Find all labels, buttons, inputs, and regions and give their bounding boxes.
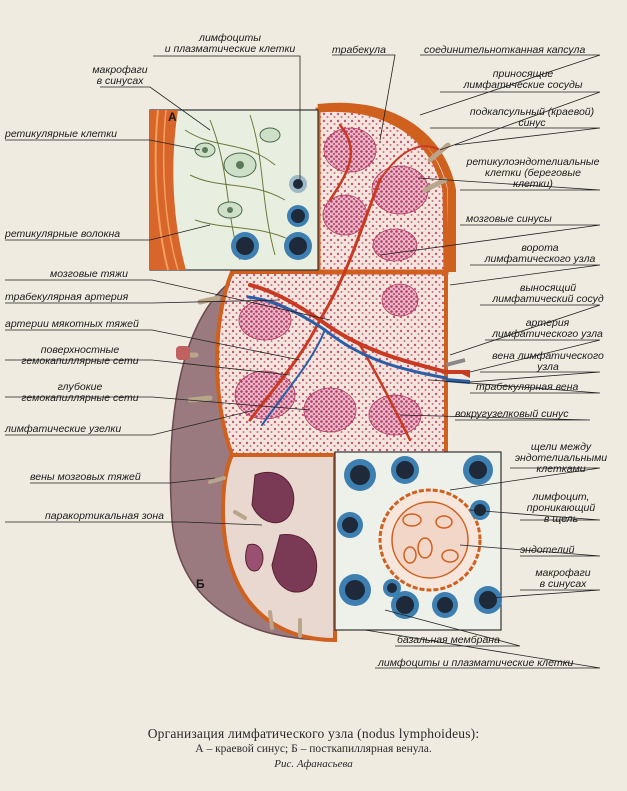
figure-caption-title: Организация лимфатического узла (nodus l… (147, 726, 480, 741)
label-lymph-nodules: лимфатические узелки (5, 423, 122, 435)
label-paracortical-zone: паракортикальная зона (45, 510, 165, 522)
inset-a (149, 109, 319, 271)
flow-arrow-icon (462, 370, 470, 378)
label-medullary-cord-veins: вены мозговых тяжей (30, 471, 141, 483)
label-reticular-cells: ретикулярные клетки (5, 128, 118, 140)
veins (246, 295, 448, 426)
label-medullary-cords: мозговые тяжи (50, 268, 128, 280)
label-subcapsular-sinus: подкапсульный (краевой)синус (469, 106, 595, 129)
label-endothelium: эндотелий (520, 544, 575, 556)
label-trabecular-artery: трабекулярная артерия (5, 291, 129, 303)
label-cord-arteries: артерии мякотных тяжей (5, 318, 139, 330)
figure-caption-subtitle: А – краевой синус; Б – посткапиллярная в… (195, 743, 432, 755)
label-lymphocytes-plasma-bottom: лимфоциты и плазматические клетки (378, 657, 574, 669)
hilum-vessels (445, 358, 471, 384)
figure-caption-author: Рис. Афанасьева (274, 758, 353, 770)
paracortical-blobs (245, 471, 318, 593)
label-basement-membrane: базальная мембрана (397, 634, 500, 646)
label-trabecular-vein: трабекулярная вена (476, 381, 579, 393)
lower-vessels (208, 476, 302, 638)
inset-b (334, 451, 502, 631)
label-reticular-fibers: ретикулярные волокна (5, 228, 121, 240)
side-vessel-stub (176, 346, 190, 360)
capsule-band (317, 102, 456, 272)
leader-lines (5, 54, 601, 669)
label-capsule: соединительнотканная капсула (424, 44, 586, 56)
label-medullary-sinuses: мозговые синусы (466, 213, 552, 225)
lymph-nodules (234, 127, 429, 436)
inset-a-tag: А (168, 110, 177, 124)
inset-b-tag: Б (196, 577, 205, 591)
label-perinodular-sinus: вокругузелковый синус (455, 408, 569, 420)
label-trabecula: трабекула (332, 44, 386, 56)
